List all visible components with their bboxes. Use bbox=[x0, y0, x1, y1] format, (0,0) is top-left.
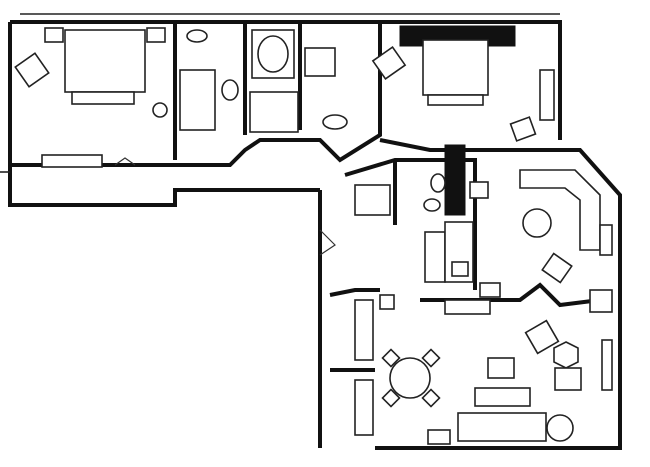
bedroom-left-wall bbox=[10, 22, 382, 167]
wardrobe bbox=[354, 299, 374, 361]
dining-chair bbox=[381, 348, 401, 368]
cabinet bbox=[469, 181, 489, 199]
bedroom-right bbox=[371, 39, 555, 142]
armchair bbox=[554, 367, 582, 391]
armchair bbox=[14, 52, 50, 88]
end-table bbox=[553, 341, 579, 369]
dining-table bbox=[389, 357, 431, 399]
counter bbox=[424, 231, 446, 283]
bench-left bbox=[71, 91, 135, 105]
bedroom-right-bottom-wall bbox=[379, 138, 560, 152]
armchair bbox=[371, 45, 407, 81]
dining-area bbox=[381, 348, 441, 408]
dining-chair bbox=[421, 388, 441, 408]
closet bbox=[319, 229, 395, 436]
dining-chair bbox=[381, 388, 401, 408]
console bbox=[444, 299, 491, 315]
top-wall bbox=[10, 20, 562, 140]
armchair bbox=[524, 319, 560, 355]
cabinet bbox=[379, 294, 395, 310]
wardrobe bbox=[354, 379, 374, 436]
powder-room-wall bbox=[344, 158, 477, 290]
sink bbox=[186, 29, 208, 43]
structural-column bbox=[444, 144, 466, 216]
left-wing-bottom-wall bbox=[8, 22, 320, 207]
right-exterior-wall bbox=[375, 148, 622, 450]
dresser bbox=[539, 69, 555, 121]
bed-left bbox=[64, 29, 146, 93]
nightstand bbox=[44, 27, 64, 43]
sink bbox=[451, 261, 469, 277]
ottoman bbox=[487, 357, 515, 379]
living-room bbox=[427, 169, 613, 445]
side-table bbox=[427, 429, 451, 445]
armchair bbox=[541, 252, 573, 284]
kitchen-bar bbox=[424, 221, 501, 315]
nightstand bbox=[146, 27, 166, 43]
round-side-table bbox=[546, 414, 574, 442]
side-table bbox=[589, 289, 613, 313]
dining-chair bbox=[421, 348, 441, 368]
door-swing bbox=[114, 157, 136, 166]
stool bbox=[479, 282, 501, 298]
toilet bbox=[221, 79, 239, 101]
entry-door-swing bbox=[319, 229, 336, 256]
sofa bbox=[457, 412, 547, 442]
toilet bbox=[430, 173, 446, 193]
coffee-table bbox=[474, 387, 531, 407]
dresser bbox=[41, 154, 103, 168]
toilet-enclosure bbox=[304, 47, 336, 77]
bedroom-left bbox=[14, 27, 166, 168]
sectional-sofa bbox=[519, 169, 601, 251]
sink bbox=[423, 198, 441, 212]
chair bbox=[152, 102, 168, 118]
shower bbox=[249, 91, 299, 133]
closet-shelf bbox=[354, 184, 391, 216]
bathroom-center bbox=[249, 29, 348, 133]
bed-right bbox=[422, 39, 489, 96]
exterior-walls bbox=[0, 13, 622, 450]
tv-console bbox=[599, 224, 613, 256]
closet-top-wall bbox=[329, 288, 380, 297]
coffee-table bbox=[522, 208, 552, 238]
vanity bbox=[179, 69, 216, 131]
powder-room bbox=[354, 173, 489, 216]
sink bbox=[322, 114, 348, 130]
bathroom-left bbox=[152, 29, 239, 131]
tub-basin bbox=[257, 35, 289, 73]
chair bbox=[509, 116, 537, 142]
cabinet bbox=[601, 339, 613, 391]
bench-right bbox=[427, 94, 484, 106]
